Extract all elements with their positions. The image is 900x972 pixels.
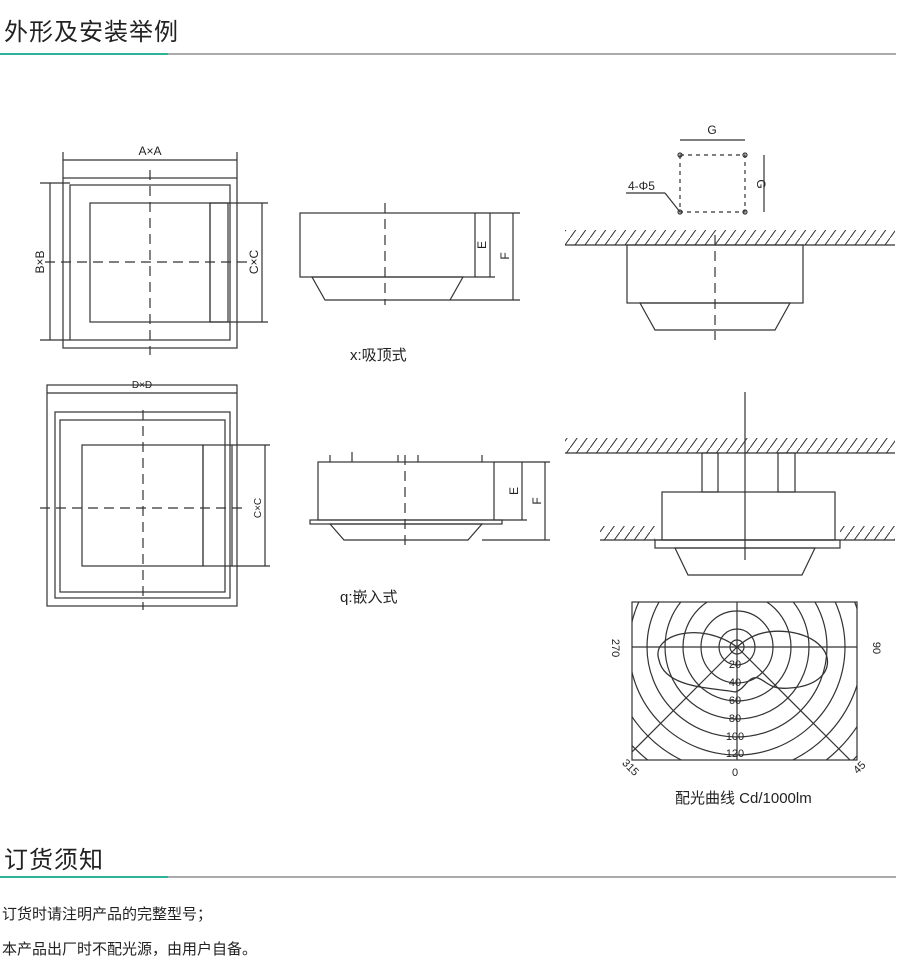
label-recessed: q:嵌入式 <box>340 589 398 606</box>
dim-g-horizontal: G <box>707 123 716 137</box>
ring-label: 20 <box>729 659 741 671</box>
angle-90: 90 <box>870 642 882 654</box>
angle-270: 270 <box>609 639 621 657</box>
ring-label: 40 <box>729 677 741 689</box>
ring-label: 120 <box>726 748 744 760</box>
dim-dxd: D×D <box>132 380 152 391</box>
dim-cxc-recessed: C×C <box>253 498 264 518</box>
dim-holes: 4-Φ5 <box>628 179 655 193</box>
section-rule <box>0 53 896 55</box>
install-surface <box>565 139 895 340</box>
order-note: 本产品出厂时不配光源，由用户自备。 <box>2 940 258 958</box>
dim-axa: A×A <box>138 144 161 158</box>
polar-caption: 配光曲线 Cd/1000lm <box>675 790 812 807</box>
polar-chart <box>539 449 900 830</box>
install-recessed <box>565 392 895 576</box>
section-title-ordering: 订货须知 <box>4 846 104 874</box>
installation-drawings: A×A B×B C×C E F x:吸顶式 G G 4-Φ5 <box>33 123 900 830</box>
side-view-recessed <box>309 452 550 545</box>
plan-view-recessed <box>40 384 270 610</box>
ring-label: 60 <box>729 695 741 707</box>
ring-label: 80 <box>729 713 741 725</box>
dim-e-recessed: E <box>507 487 521 495</box>
dim-bxb: B×B <box>33 250 47 273</box>
plan-view-surface <box>40 152 268 355</box>
ring-label: 100 <box>726 731 744 743</box>
section-title-appearance: 外形及安装举例 <box>4 18 179 46</box>
section-rule <box>0 876 896 878</box>
polar-ring <box>539 449 900 830</box>
label-surface-mount: x:吸顶式 <box>350 347 407 364</box>
dim-g-vertical: G <box>754 179 768 188</box>
dim-f: F <box>498 252 512 259</box>
dim-f-recessed: F <box>530 497 544 504</box>
angle-0: 0 <box>732 767 738 779</box>
side-view-surface <box>299 203 520 305</box>
dim-e: E <box>475 241 489 249</box>
angle-45: 45 <box>851 759 868 776</box>
dim-cxc: C×C <box>247 249 261 274</box>
order-note: 订货时请注明产品的完整型号； <box>2 905 213 923</box>
